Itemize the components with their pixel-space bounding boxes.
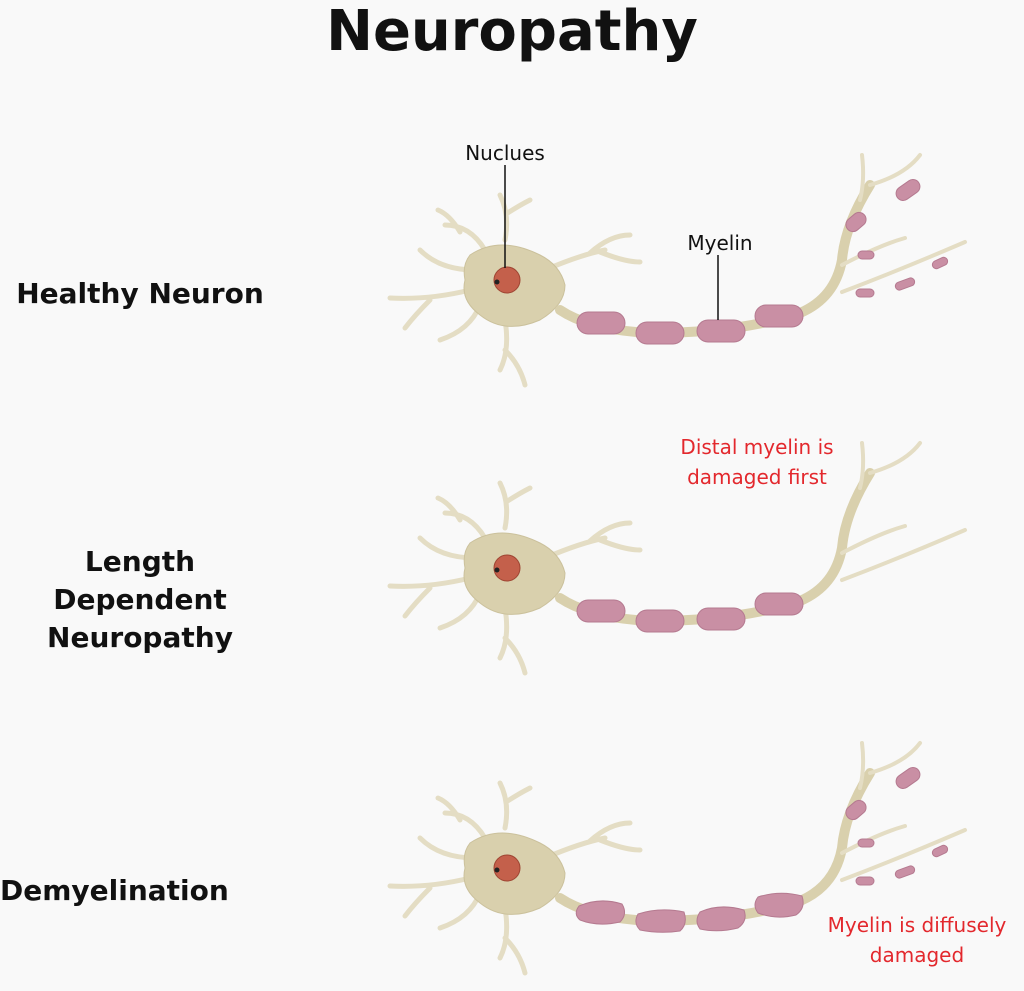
nucleus-callout-label: Nuclues <box>465 141 545 165</box>
row-label-length-dependent: Length Dependent Neuropathy <box>0 543 280 657</box>
diffuse-damage-note-line1: Myelin is diffusely <box>827 913 1007 937</box>
length-dependent-neuron <box>390 441 967 673</box>
row-label-healthy: Healthy Neuron <box>0 275 280 313</box>
distal-damage-note-line2: damaged first <box>687 465 827 489</box>
demyelination-damaged-myelin <box>575 892 804 933</box>
row-label-healthy-text: Healthy Neuron <box>16 277 264 310</box>
diffuse-damage-note: Myelin is diffusely damaged <box>810 910 1024 970</box>
healthy-neuron <box>390 153 967 385</box>
row-label-demyelination: Demyelination <box>0 872 229 910</box>
length-dependent-nucleolus <box>494 567 500 573</box>
length-dependent-myelin-sheaths <box>576 592 804 633</box>
healthy-myelin-sheaths <box>576 304 804 345</box>
length-dependent-neuron-body <box>390 473 870 673</box>
myelin-callout-label: Myelin <box>687 231 753 255</box>
healthy-nucleus <box>493 266 521 294</box>
row-label-length-dependent-line1: Length Dependent <box>53 545 227 616</box>
distal-damage-note: Distal myelin is damaged first <box>647 432 867 492</box>
healthy-neuron-body <box>390 185 870 385</box>
demyelination-neuron-body <box>390 773 870 973</box>
demyelination-neuron <box>390 741 967 973</box>
distal-damage-note-line1: Distal myelin is <box>680 435 834 459</box>
page-title: Neuropathy <box>326 0 698 64</box>
healthy-nucleolus <box>494 279 500 285</box>
row-label-length-dependent-line2: Neuropathy <box>47 621 233 654</box>
length-dependent-nucleus <box>493 554 521 582</box>
demyelination-nucleus <box>493 854 521 882</box>
diffuse-damage-note-line2: damaged <box>869 943 965 967</box>
row-label-demyelination-text: Demyelination <box>0 874 229 907</box>
demyelination-nucleolus <box>494 867 500 873</box>
length-dependent-axon-terminals <box>840 441 967 582</box>
